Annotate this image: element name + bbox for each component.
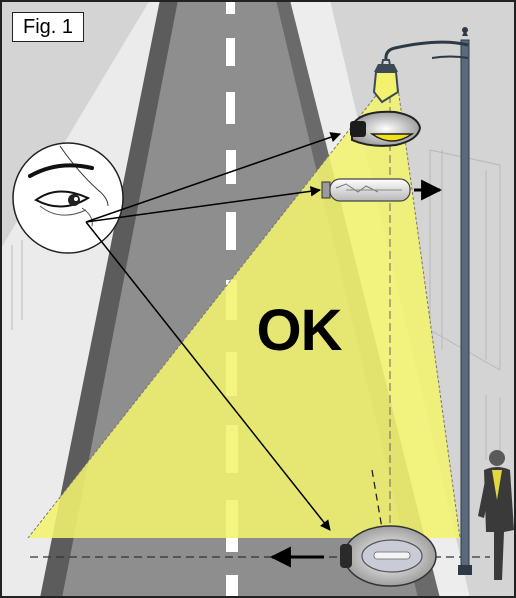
ok-label: OK: [244, 296, 354, 366]
luminaire-icon: [350, 112, 420, 146]
figure-label: Fig. 1: [12, 12, 84, 42]
lamp-bulb-icon: [322, 179, 410, 201]
eye-icon: [13, 143, 123, 253]
